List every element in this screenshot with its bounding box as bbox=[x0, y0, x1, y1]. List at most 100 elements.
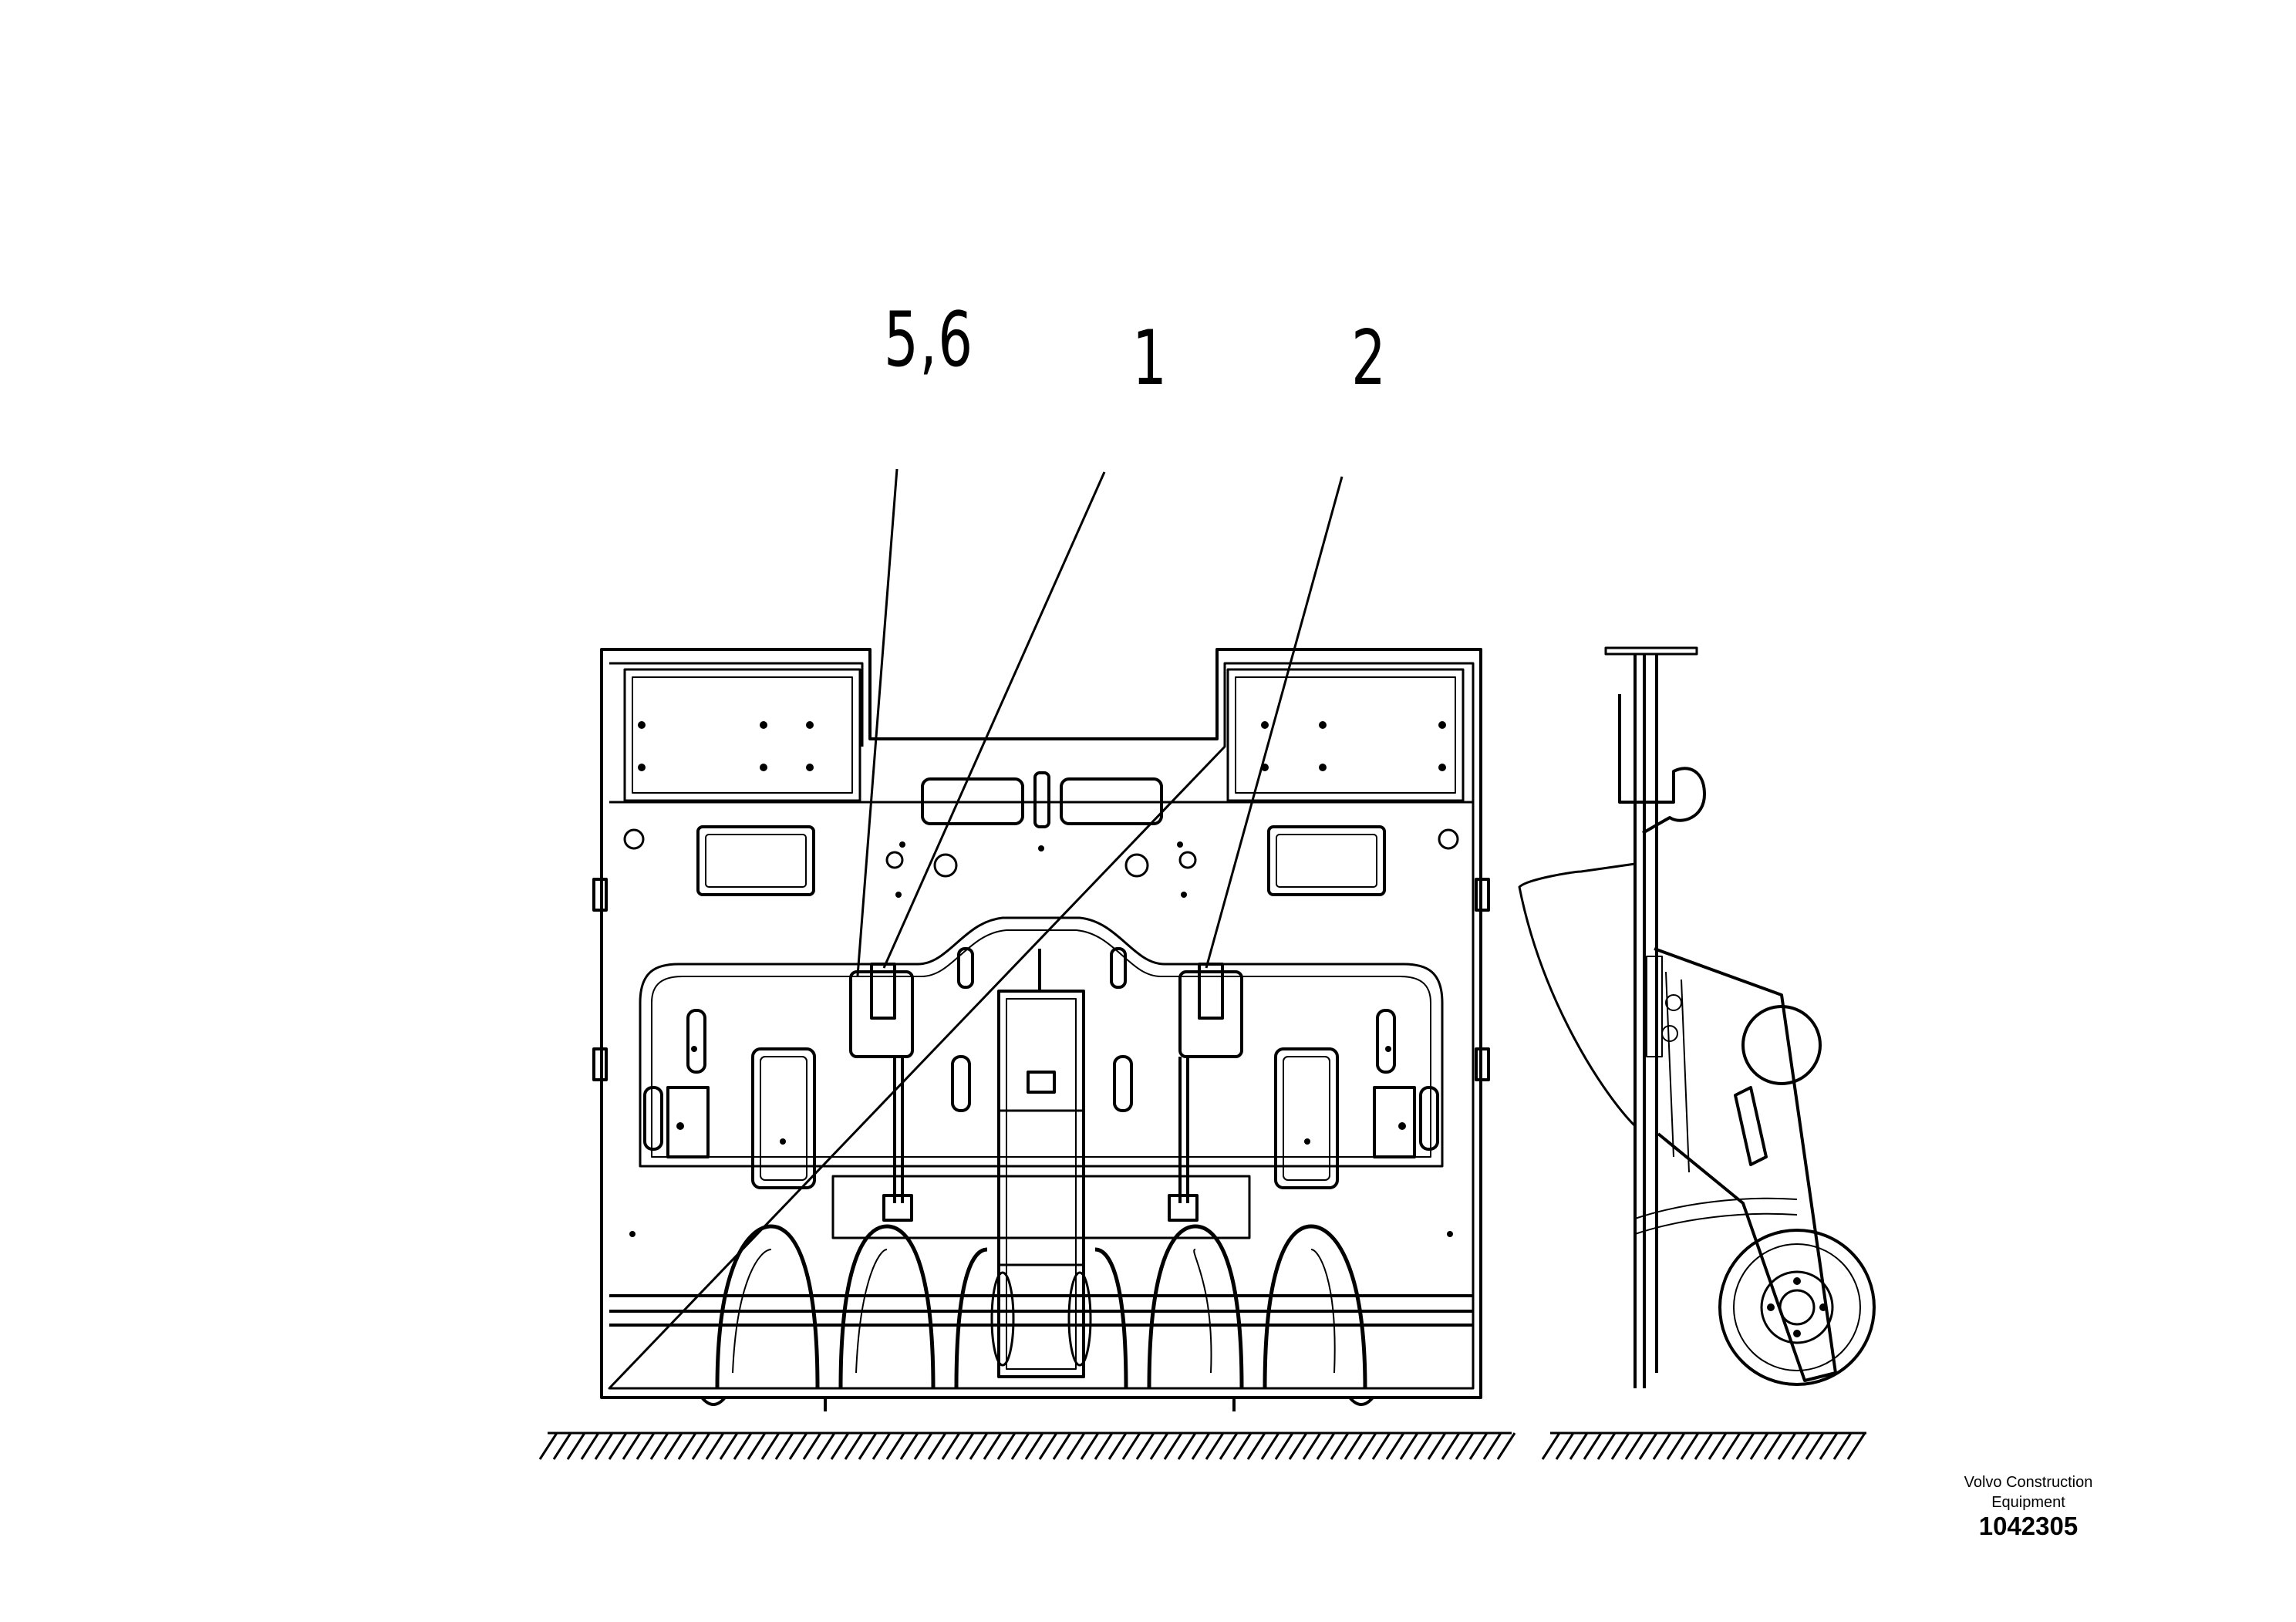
hatch-stroke bbox=[1805, 1432, 1825, 1460]
hatch-stroke bbox=[1735, 1432, 1755, 1460]
hatch-stroke bbox=[1680, 1432, 1700, 1460]
hatch-stroke bbox=[1496, 1432, 1516, 1460]
hatch-stroke bbox=[1638, 1432, 1658, 1460]
ground-hatching bbox=[538, 1431, 1866, 1460]
hatch-stroke bbox=[1344, 1432, 1364, 1460]
hatch-stroke bbox=[1596, 1432, 1617, 1460]
hatch-stroke bbox=[705, 1432, 725, 1460]
hatch-stroke bbox=[941, 1432, 961, 1460]
hatch-stroke bbox=[927, 1432, 947, 1460]
hatch-stroke bbox=[1832, 1432, 1853, 1460]
brand-block: Volvo Construction Equipment bbox=[1920, 1472, 2136, 1512]
hatch-stroke bbox=[1777, 1432, 1797, 1460]
callout-label-1: 1 bbox=[1132, 315, 1168, 403]
hatch-stroke bbox=[1219, 1432, 1239, 1460]
leader-1 bbox=[882, 471, 1106, 969]
hatch-stroke bbox=[1232, 1432, 1253, 1460]
hatch-stroke bbox=[858, 1432, 878, 1460]
hatch-stroke bbox=[1624, 1432, 1644, 1460]
hatch-stroke bbox=[1094, 1432, 1114, 1460]
hatch-stroke bbox=[677, 1432, 697, 1460]
hatch-stroke bbox=[580, 1432, 600, 1460]
hatch-stroke bbox=[969, 1432, 989, 1460]
hatch-stroke bbox=[1427, 1432, 1447, 1460]
hatch-stroke bbox=[1163, 1432, 1183, 1460]
hatch-stroke bbox=[844, 1432, 864, 1460]
hatch-stroke bbox=[663, 1432, 683, 1460]
hatch-stroke bbox=[649, 1432, 669, 1460]
side-wheel-hub bbox=[1741, 1005, 1822, 1085]
hatch-stroke bbox=[788, 1432, 808, 1460]
hatch-stroke bbox=[1791, 1432, 1811, 1460]
hatch-stroke bbox=[719, 1432, 739, 1460]
hatch-stroke bbox=[1274, 1432, 1294, 1460]
hatch-stroke bbox=[1371, 1432, 1391, 1460]
leader-56 bbox=[856, 468, 899, 976]
hatch-stroke bbox=[1763, 1432, 1783, 1460]
hatch-stroke bbox=[1583, 1432, 1603, 1460]
auger-left bbox=[715, 1224, 988, 1389]
hatch-stroke bbox=[1066, 1432, 1086, 1460]
side-wheel bbox=[1718, 1229, 1876, 1386]
hatch-stroke bbox=[1135, 1432, 1155, 1460]
hatch-stroke bbox=[1846, 1432, 1866, 1460]
valve-right bbox=[1178, 970, 1243, 1058]
hatch-stroke bbox=[608, 1432, 628, 1460]
hatch-stroke bbox=[538, 1432, 558, 1460]
hatch-stroke bbox=[899, 1432, 919, 1460]
side-hood bbox=[1518, 862, 1637, 1128]
hatch-stroke bbox=[1052, 1432, 1072, 1460]
hatch-stroke bbox=[1569, 1432, 1589, 1460]
hatch-stroke bbox=[1038, 1432, 1058, 1460]
curved-plate bbox=[639, 916, 1444, 1168]
leader-2 bbox=[1205, 476, 1344, 969]
front-view bbox=[592, 648, 1490, 1411]
hatch-stroke bbox=[1205, 1432, 1225, 1460]
callout-label-5-6: 5,6 bbox=[884, 296, 974, 384]
hatch-stroke bbox=[1455, 1432, 1475, 1460]
hatch-stroke bbox=[1121, 1432, 1141, 1460]
hatch-stroke bbox=[747, 1432, 767, 1460]
hatch-stroke bbox=[1666, 1432, 1686, 1460]
hatch-stroke bbox=[1260, 1432, 1280, 1460]
hatch-stroke bbox=[1399, 1432, 1419, 1460]
valve-left bbox=[849, 970, 914, 1058]
hatch-stroke bbox=[983, 1432, 1003, 1460]
hatch-stroke bbox=[1610, 1432, 1630, 1460]
central-column bbox=[997, 990, 1085, 1378]
hatch-stroke bbox=[1541, 1432, 1561, 1460]
hatch-stroke bbox=[1749, 1432, 1769, 1460]
hatch-stroke bbox=[955, 1432, 975, 1460]
hatch-stroke bbox=[1357, 1432, 1377, 1460]
hatch-stroke bbox=[1010, 1432, 1030, 1460]
frame-outline bbox=[600, 648, 1482, 1399]
hatch-stroke bbox=[1288, 1432, 1308, 1460]
hatch-stroke bbox=[733, 1432, 753, 1460]
hatch-stroke bbox=[1246, 1432, 1266, 1460]
hatch-stroke bbox=[1191, 1432, 1211, 1460]
hatch-stroke bbox=[1080, 1432, 1100, 1460]
brand-line-1: Volvo Construction bbox=[1964, 1474, 2093, 1491]
hatch-stroke bbox=[1330, 1432, 1350, 1460]
hatch-stroke bbox=[1149, 1432, 1169, 1460]
leader-lines bbox=[856, 468, 1344, 976]
hatch-stroke bbox=[1413, 1432, 1433, 1460]
hatch-stroke bbox=[1108, 1432, 1128, 1460]
hatch-stroke bbox=[996, 1432, 1017, 1460]
hatch-stroke bbox=[816, 1432, 836, 1460]
drawing-number: 1042305 bbox=[1978, 1512, 2079, 1540]
brand-line-2: Equipment bbox=[1991, 1494, 2065, 1511]
hatch-stroke bbox=[913, 1432, 933, 1460]
auger-right bbox=[1094, 1224, 1367, 1389]
hatch-stroke bbox=[885, 1432, 905, 1460]
hatch-stroke bbox=[1468, 1432, 1489, 1460]
hatch-stroke bbox=[1441, 1432, 1461, 1460]
hatch-stroke bbox=[802, 1432, 822, 1460]
hatch-stroke bbox=[774, 1432, 794, 1460]
hatch-stroke bbox=[1721, 1432, 1741, 1460]
hatch-stroke bbox=[1652, 1432, 1672, 1460]
hatch-stroke bbox=[1708, 1432, 1728, 1460]
hatch-stroke bbox=[552, 1432, 572, 1460]
hatch-stroke bbox=[691, 1432, 711, 1460]
